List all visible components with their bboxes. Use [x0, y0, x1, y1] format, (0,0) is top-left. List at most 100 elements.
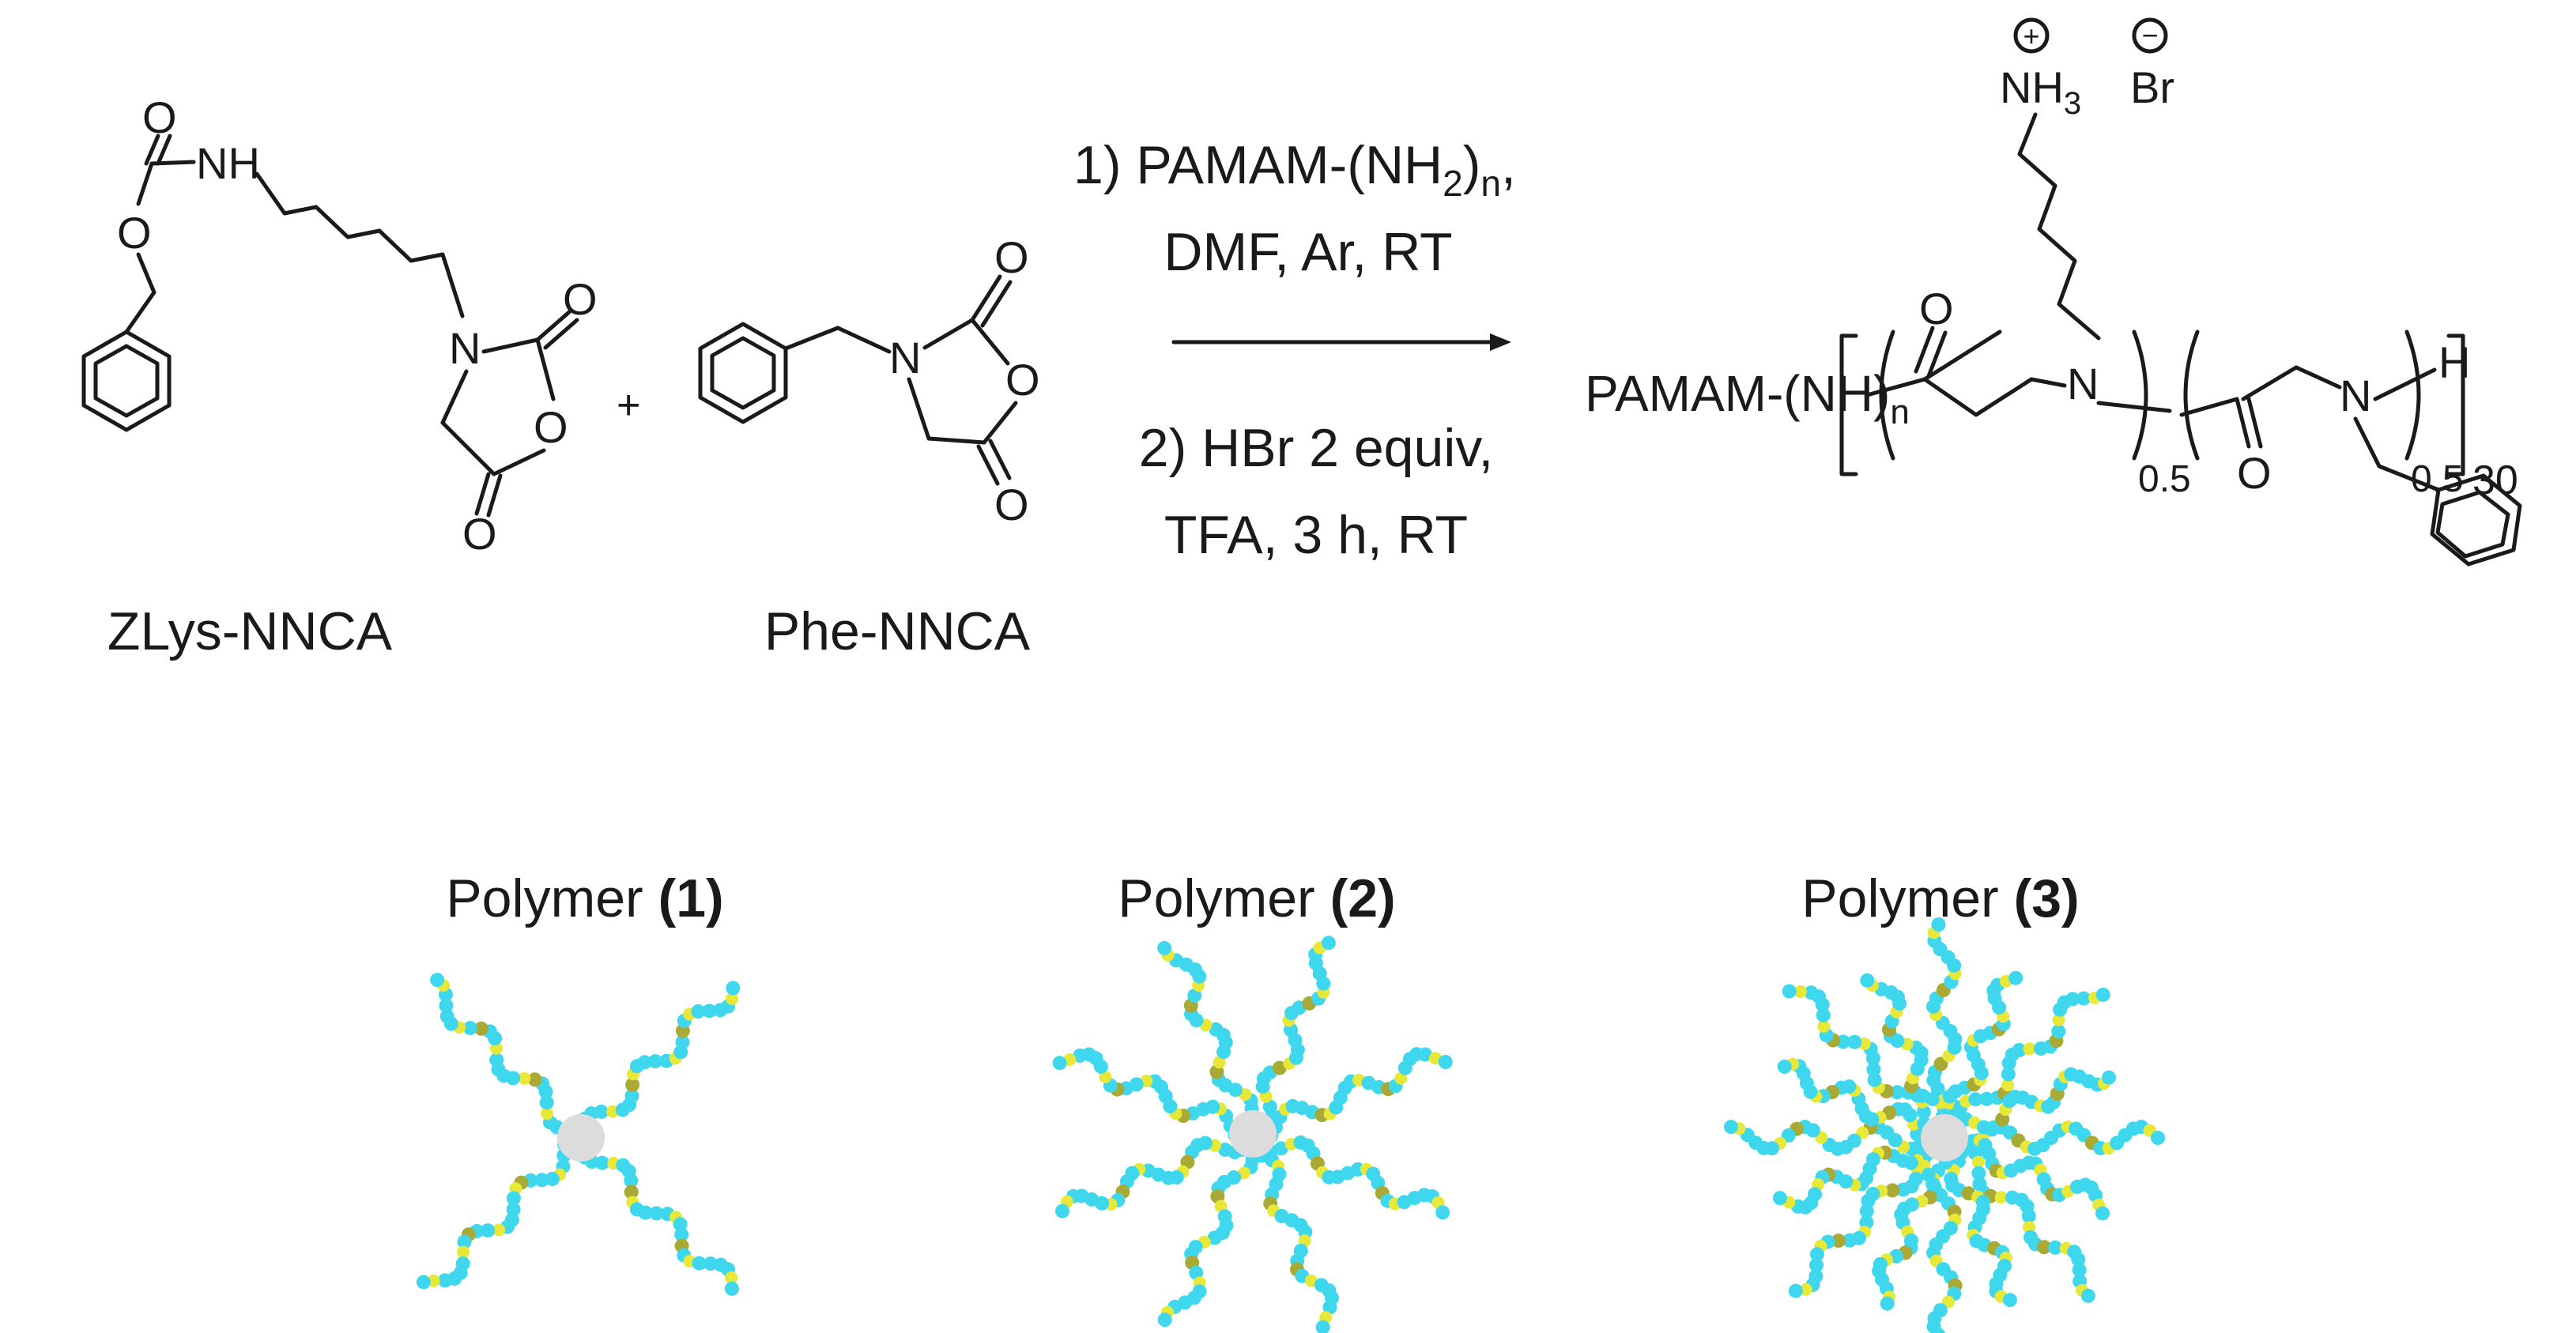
- phe-carbonyl-oxygen-label: O: [994, 232, 1029, 282]
- reaction-conditions: 1) PAMAM-(NH2)n, DMF, Ar, RT 2) HBr 2 eq…: [1073, 135, 1516, 565]
- polymer-chain-bead: [2001, 1067, 2016, 1082]
- ring-nitrogen-label: N: [449, 323, 481, 373]
- polymer-chain-bead: [2008, 970, 2023, 985]
- polymer-chain-bead: [1788, 1283, 1803, 1298]
- zlys-nnca-name: ZLys-NNCA: [107, 601, 393, 661]
- polymer-chain-bead: [595, 1155, 609, 1170]
- polymer-chain-bead: [1315, 1320, 1330, 1333]
- condition-step2-line2: TFA, 3 h, RT: [1164, 505, 1468, 565]
- polymer-chain-bead: [674, 1227, 689, 1242]
- pamam-core-label: PAMAM-(NH)n: [1585, 365, 1910, 431]
- polymer-chain-bead: [2021, 1208, 2036, 1223]
- polymer-chain-bead: [1772, 1191, 1787, 1206]
- polymer-chain-bead: [492, 1223, 506, 1237]
- condition-step1-line2: DMF, Ar, RT: [1164, 222, 1452, 282]
- polymer-chain-bead: [624, 1184, 639, 1199]
- polymer-chain-bead: [473, 1021, 488, 1036]
- polymer-chain-bead: [1931, 917, 1946, 932]
- polymer-chain-bead: [1724, 1120, 1738, 1135]
- polymer-chain-bead: [2023, 1221, 2036, 1234]
- polymer-2-title: Polymer (2): [1118, 868, 1395, 928]
- polymer-chain-bead: [2076, 991, 2091, 1006]
- polymer-chain-bead: [1860, 973, 1875, 988]
- product-carbonyl-oxygen-1: O: [1919, 284, 1954, 333]
- polymer-chain-bead: [1885, 1183, 1900, 1198]
- polymer-chain-bead: [1055, 1203, 1069, 1218]
- pamam-core-sphere: [1921, 1114, 1968, 1162]
- polymer-chain-bead: [430, 973, 445, 988]
- polymer-chain-bead: [489, 1041, 503, 1055]
- polymer-chain-bead: [2048, 1240, 2063, 1255]
- polymer-chain-bead: [2071, 1252, 2086, 1267]
- polymer-chain-bead: [1099, 1070, 1112, 1083]
- plus-charge-icon: [2013, 17, 2050, 54]
- polymer-chain-bead: [638, 1205, 653, 1220]
- product-nitrogen-1: N: [2067, 359, 2099, 409]
- polymer-chain-bead: [2051, 1024, 2066, 1039]
- phe-ring-oxygen-label: O: [1005, 355, 1040, 405]
- product-nitrogen-2: N: [2340, 371, 2371, 420]
- polymer-chain-bead: [481, 1223, 496, 1238]
- polymer-chain-bead: [1394, 1071, 1408, 1085]
- polymer-chain-bead: [1209, 1022, 1224, 1037]
- polymer-chain-bead: [427, 1274, 440, 1287]
- polymer-chain-bead: [625, 1077, 640, 1092]
- polymer-chain-bead: [1799, 1282, 1812, 1296]
- polymer-chain-bead: [457, 1245, 470, 1259]
- chain-end-hydrogen: H: [2438, 337, 2470, 387]
- polymer-chain-bead: [1979, 1091, 1994, 1106]
- polymer-3-star-illustration: [1724, 917, 2165, 1333]
- polymer-1-star-illustration: [416, 973, 741, 1296]
- polymer-chain-bead: [2023, 1042, 2036, 1056]
- polymer-chain-bead: [726, 981, 741, 996]
- polymer-chain-bead: [725, 1271, 738, 1284]
- phe-ring-nitrogen-label: N: [889, 333, 921, 382]
- polymer-chain-bead: [1867, 1072, 1882, 1087]
- polymer-1-title: Polymer (1): [446, 868, 723, 928]
- pamam-core-sphere: [1229, 1110, 1277, 1158]
- bromide-label: Br: [2130, 62, 2174, 112]
- polymer-chain-bead: [2001, 1079, 2015, 1092]
- polymer-chain-bead: [1321, 936, 1336, 951]
- polymer-chain-bead: [1994, 1191, 2008, 1204]
- polymer-chain-bead: [1218, 1143, 1232, 1158]
- polymer-chain-bead: [1157, 1312, 1172, 1327]
- phe-ketone-oxygen-label: O: [994, 480, 1029, 529]
- polymer-chain-bead: [1916, 1105, 1931, 1120]
- polymer-chain-bead: [438, 1273, 453, 1288]
- polymer-chain-bead: [1817, 1020, 1831, 1033]
- polymer-chain-bead: [675, 1034, 690, 1049]
- polymer-chain-bead: [1210, 1189, 1225, 1203]
- ring-ketone-oxygen-label: O: [462, 509, 497, 559]
- polymer-chain-bead: [726, 992, 739, 1005]
- polymer-chain-bead: [1896, 1182, 1911, 1197]
- product-carbonyl-oxygen-2: O: [2237, 448, 2272, 498]
- polymer-chain-bead: [1809, 1258, 1824, 1273]
- polymer-chain-bead: [2072, 1263, 2087, 1278]
- polymer-chain-bead: [439, 1009, 454, 1024]
- polymer-chain-bead: [2095, 1206, 2110, 1221]
- polymer-chain-bead: [702, 1004, 717, 1019]
- polymer-chain-bead: [2080, 1288, 2095, 1303]
- minus-charge-symbol: −: [2141, 19, 2158, 51]
- polymer-chain-bead: [2095, 987, 2110, 1002]
- phe-nnca-structure: N O O O: [698, 232, 1040, 529]
- polymer-chain-bead: [539, 1095, 554, 1110]
- polymer-chain-bead: [673, 1217, 688, 1232]
- polymer-chain-bead: [637, 1055, 652, 1070]
- polymer-chain-bead: [648, 1054, 663, 1069]
- polymer-chain-bead: [1187, 988, 1202, 1003]
- polymer-chain-bead: [1272, 1060, 1287, 1075]
- polymer-chain-bead: [2065, 992, 2080, 1007]
- carbamate-nh-label: NH: [196, 138, 260, 188]
- polymer-chain-bead: [1207, 1230, 1222, 1245]
- polymer-chain-bead: [1831, 1233, 1846, 1248]
- polymer-chain-bead: [439, 998, 454, 1013]
- polymer-chain-bead: [457, 1234, 472, 1249]
- ring-oxygen-label: O: [534, 402, 568, 452]
- fraction-lysine-unit: 0.5: [2138, 458, 2191, 500]
- polymer-chain-bead: [534, 1173, 549, 1188]
- condition-step1-line1: 1) PAMAM-(NH2)n,: [1073, 135, 1516, 204]
- ammonium-label: NH3: [2000, 62, 2081, 121]
